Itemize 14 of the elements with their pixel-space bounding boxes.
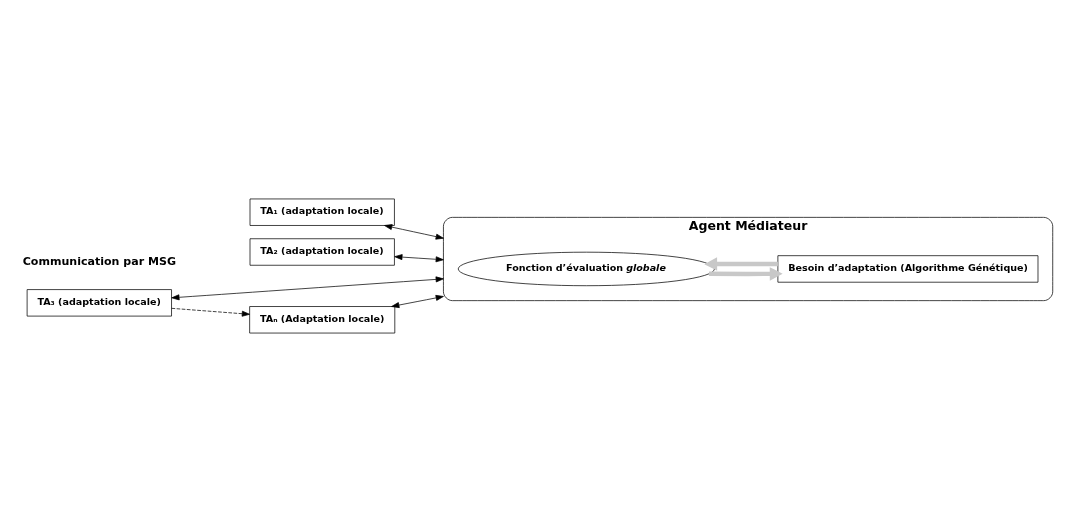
node-box: TA₃ (adaptation locale): [26, 288, 172, 316]
arrow: [704, 256, 778, 271]
arrow: [391, 294, 444, 308]
arrow: [394, 253, 444, 262]
node-box: Besoin d’adaptation (Algorithme Génétique): [777, 254, 1039, 283]
node-box: TAₙ (Adaptation locale): [249, 305, 396, 333]
arrow: [171, 307, 250, 317]
node-box: TA₁ (adaptation locale): [249, 198, 395, 226]
node-ellipse: Fonction d’évaluation globale: [457, 251, 715, 286]
arrow: [171, 275, 444, 300]
arrow: [709, 266, 783, 281]
label: Communication par MSG: [22, 254, 176, 268]
node-box: TA₂ (adaptation locale): [249, 237, 395, 266]
arrow: [384, 223, 444, 240]
